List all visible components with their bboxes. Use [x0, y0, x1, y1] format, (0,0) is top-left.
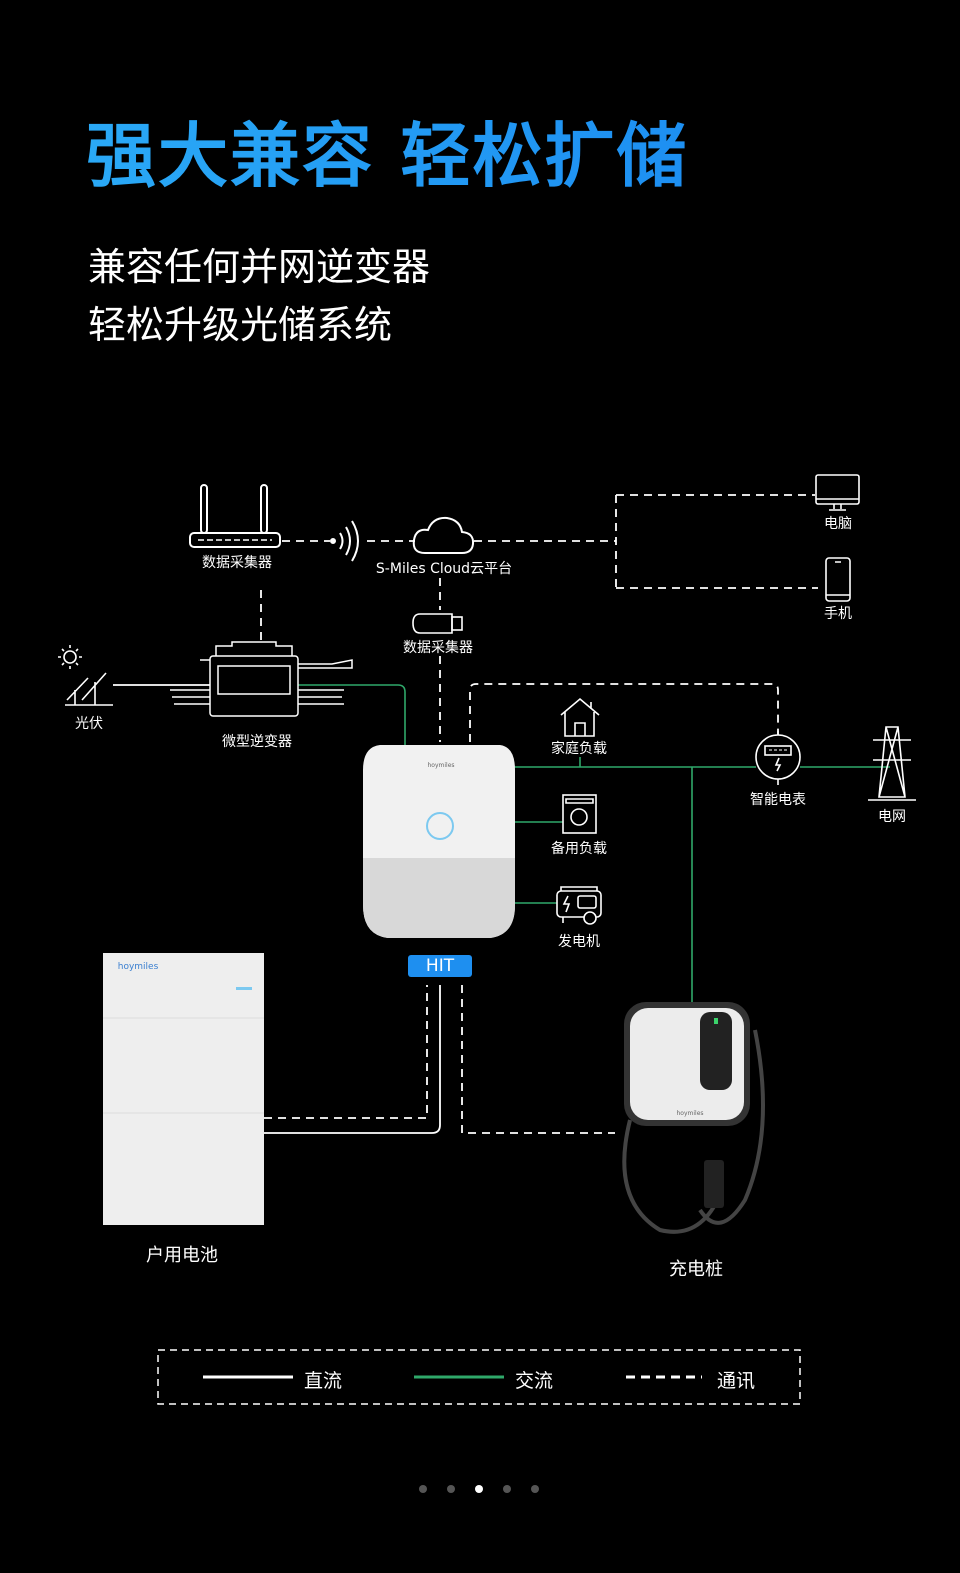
house-icon	[560, 697, 600, 737]
legend-ac-label: 交流	[515, 1370, 554, 1392]
subtitle-line-2: 轻松升级光储系统	[88, 303, 393, 347]
ac-lines	[298, 684, 890, 1002]
computer-label: 电脑	[824, 516, 852, 532]
ev-charger-image	[622, 1002, 765, 1234]
cloud-label: S-Miles Cloud云平台	[375, 561, 513, 577]
backup-load-label: 备用负载	[551, 841, 607, 857]
page-dot-1[interactable]	[419, 1485, 427, 1493]
cloud-icon	[412, 516, 475, 554]
page-dot-5[interactable]	[531, 1485, 539, 1493]
grid-tower-icon	[868, 726, 916, 801]
hub-badge: HIT	[408, 955, 472, 977]
solar-panel-icon	[58, 645, 113, 706]
phone-icon	[825, 557, 851, 602]
generator-label: 发电机	[558, 934, 600, 950]
ev-charger-label: 充电桩	[669, 1259, 723, 1280]
battery-label: 户用电池	[146, 1245, 218, 1266]
phone-label: 手机	[824, 606, 852, 622]
computer-icon	[815, 474, 860, 511]
washing-machine-icon	[562, 794, 597, 834]
wifi-icon	[330, 520, 359, 562]
battery-image	[103, 953, 264, 1225]
page-dot-3-active[interactable]	[475, 1485, 483, 1493]
battery-brand-logo: hoymiles	[117, 962, 159, 972]
dongle-label: 数据采集器	[403, 640, 473, 656]
router-label: 数据采集器	[202, 555, 272, 571]
router-icon	[189, 484, 281, 548]
dc-lines	[113, 684, 441, 1134]
grid-label: 电网	[878, 809, 906, 825]
home-load-label: 家庭负载	[551, 741, 607, 757]
comm-lines	[260, 494, 818, 1134]
charger-brand-logo: hoymiles	[676, 1110, 704, 1117]
micro-inverter-icon	[170, 641, 353, 717]
page-dot-2[interactable]	[447, 1485, 455, 1493]
pv-label: 光伏	[75, 716, 103, 732]
micro-inverter-label: 微型逆变器	[222, 734, 292, 750]
hub-brand-logo: hoymiles	[427, 762, 455, 769]
subtitle-line-1: 兼容任何并网逆变器	[88, 245, 431, 289]
page-title: 强大兼容 轻松扩储	[86, 100, 688, 201]
legend-dc-label: 直流	[304, 1370, 343, 1392]
usb-dongle-icon	[412, 613, 463, 634]
legend-comm-label: 通讯	[717, 1370, 756, 1392]
smart-meter-icon	[755, 731, 801, 785]
hub-device	[363, 745, 515, 938]
generator-icon	[556, 886, 602, 925]
smart-meter-label: 智能电表	[750, 792, 806, 808]
page-dot-4[interactable]	[503, 1485, 511, 1493]
